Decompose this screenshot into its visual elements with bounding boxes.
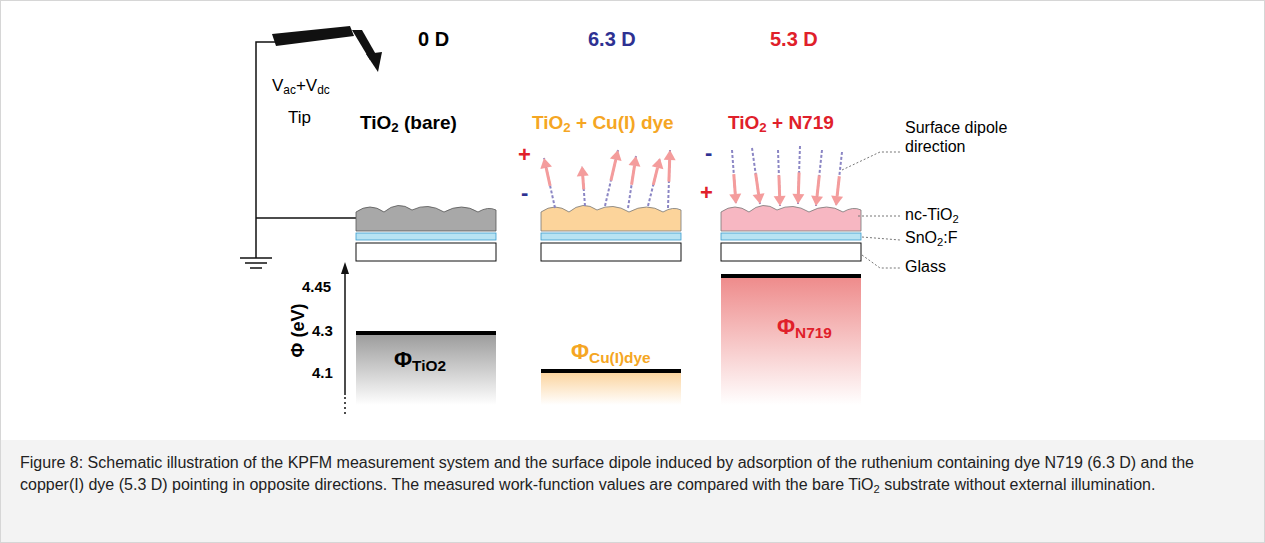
charge-sign: - — [521, 180, 528, 206]
ground-symbol — [245, 262, 267, 264]
work-function-bar: ΦTiO2 — [356, 333, 496, 405]
tick-label: 4.45 — [302, 278, 331, 295]
dipole-value: 6.3 D — [588, 28, 636, 51]
axis-title: Φ (eV) — [288, 304, 309, 358]
wire — [256, 42, 276, 258]
ground-symbol — [250, 267, 262, 269]
part-label: Surface dipole direction — [905, 118, 1055, 156]
work-function-label: ΦN719 — [777, 314, 832, 340]
dipole-arrows — [540, 146, 843, 208]
sample-title: TiO2 + Cu(I) dye — [532, 112, 674, 134]
wf-level — [541, 369, 681, 373]
ground-symbol — [240, 257, 272, 259]
charge-sign: + — [700, 180, 713, 206]
part-label: Glass — [905, 258, 946, 276]
part-label: SnO2:F — [905, 229, 957, 247]
sample-cu-dye — [541, 205, 681, 261]
work-function-label: ΦCu(I)dye — [571, 339, 651, 365]
cantilever — [272, 26, 354, 46]
wf-bar — [541, 371, 681, 405]
tick-label: 4.1 — [312, 364, 333, 381]
sample-title: TiO2 + N719 — [728, 112, 834, 134]
leader-lines — [842, 152, 900, 268]
work-function-bar: ΦN719 — [721, 276, 861, 405]
tick-label: 4.3 — [312, 322, 333, 339]
tip-label: Tip — [288, 108, 311, 128]
work-function-label: ΦTiO2 — [394, 347, 446, 373]
charge-sign: - — [705, 140, 712, 166]
sample-bare — [356, 205, 496, 261]
wf-level — [356, 331, 496, 335]
sample-title: TiO2 (bare) — [360, 112, 457, 134]
figure-caption: Figure 8: Schematic illustration of the … — [20, 452, 1245, 495]
wf-level — [721, 274, 861, 278]
charge-sign: + — [518, 142, 531, 168]
part-label: nc-TiO2 — [905, 206, 959, 224]
wire — [256, 217, 356, 219]
sample-n719 — [721, 205, 861, 261]
dipole-value: 0 D — [418, 28, 449, 51]
axis-arrowhead — [341, 262, 349, 274]
dipole-value: 5.3 D — [770, 28, 818, 51]
axis-break — [344, 397, 346, 415]
wf-bar — [721, 276, 861, 405]
voltage-label: Vac+Vdc — [272, 76, 330, 96]
wf-bar — [356, 333, 496, 405]
axis — [344, 272, 346, 395]
work-function-bar: ΦCu(I)dye — [541, 371, 681, 405]
tip-apex — [366, 52, 382, 72]
